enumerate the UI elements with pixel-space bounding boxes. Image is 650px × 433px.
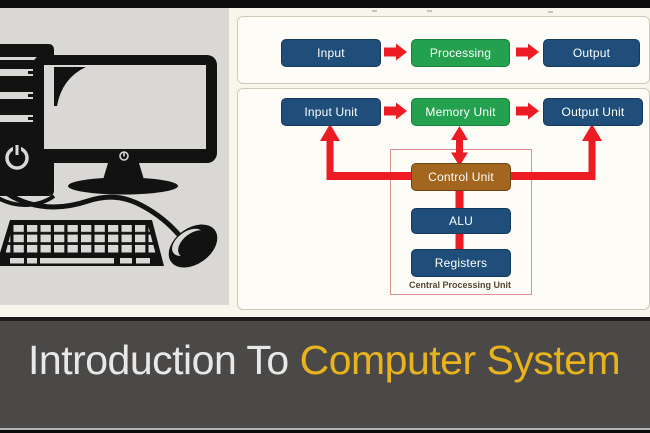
cpu-caption: Central Processing Unit	[408, 280, 512, 290]
memory-unit-box: Memory Unit	[411, 98, 510, 126]
input-label: Input	[317, 46, 345, 60]
title-white-part: Introduction To	[28, 337, 300, 383]
banner-top-edge	[0, 317, 650, 321]
guide-tick	[548, 11, 553, 13]
block-arrow-right-icon	[384, 102, 407, 120]
output-unit-label: Output Unit	[561, 105, 625, 119]
keyboard	[0, 220, 164, 266]
banner-bottom-edge	[0, 428, 650, 430]
input-box: Input	[281, 39, 381, 67]
block-arrow-right-icon	[516, 43, 539, 61]
output-unit-box: Output Unit	[543, 98, 643, 126]
connector-line	[455, 233, 464, 250]
connector-line	[455, 188, 464, 209]
input-unit-box: Input Unit	[281, 98, 381, 126]
bottom-black-bar	[0, 430, 650, 433]
io-flow-arrows	[384, 43, 539, 61]
guide-tick	[372, 10, 377, 12]
monitor	[33, 55, 217, 195]
io-flow-panel: Input Processing Output	[237, 16, 650, 84]
output-label: Output	[572, 46, 611, 60]
control-unit-box: Control Unit	[411, 163, 511, 191]
processing-box: Processing	[411, 39, 510, 67]
bottom-watermark: · · · · · · · · · · · · · ·	[398, 408, 483, 415]
up-arrow-icon	[451, 126, 468, 140]
clipart-panel	[0, 8, 229, 305]
architecture-panel: Input Unit Memory Unit Output Unit Contr…	[237, 88, 650, 310]
down-arrow-icon	[451, 152, 468, 166]
cables	[0, 187, 182, 238]
desktop-computer-clipart	[0, 44, 218, 268]
block-arrow-right-icon	[516, 102, 539, 120]
control-unit-label: Control Unit	[428, 170, 494, 184]
memory-unit-label: Memory Unit	[425, 105, 496, 119]
processing-label: Processing	[429, 46, 492, 60]
alu-box: ALU	[411, 208, 511, 234]
up-arrow-icon	[582, 124, 602, 141]
guide-tick	[427, 10, 432, 12]
input-unit-label: Input Unit	[304, 105, 358, 119]
output-box: Output	[543, 39, 640, 67]
page-title: Introduction To Computer System	[28, 337, 621, 384]
registers-box: Registers	[411, 249, 511, 277]
title-gold-part: Computer System	[299, 337, 621, 383]
alu-label: ALU	[449, 214, 473, 228]
title-banner	[0, 321, 650, 428]
mouse	[168, 224, 218, 268]
top-black-bar	[0, 0, 650, 8]
up-arrow-icon	[320, 124, 340, 141]
registers-label: Registers	[434, 256, 488, 270]
block-arrow-right-icon	[384, 43, 407, 61]
